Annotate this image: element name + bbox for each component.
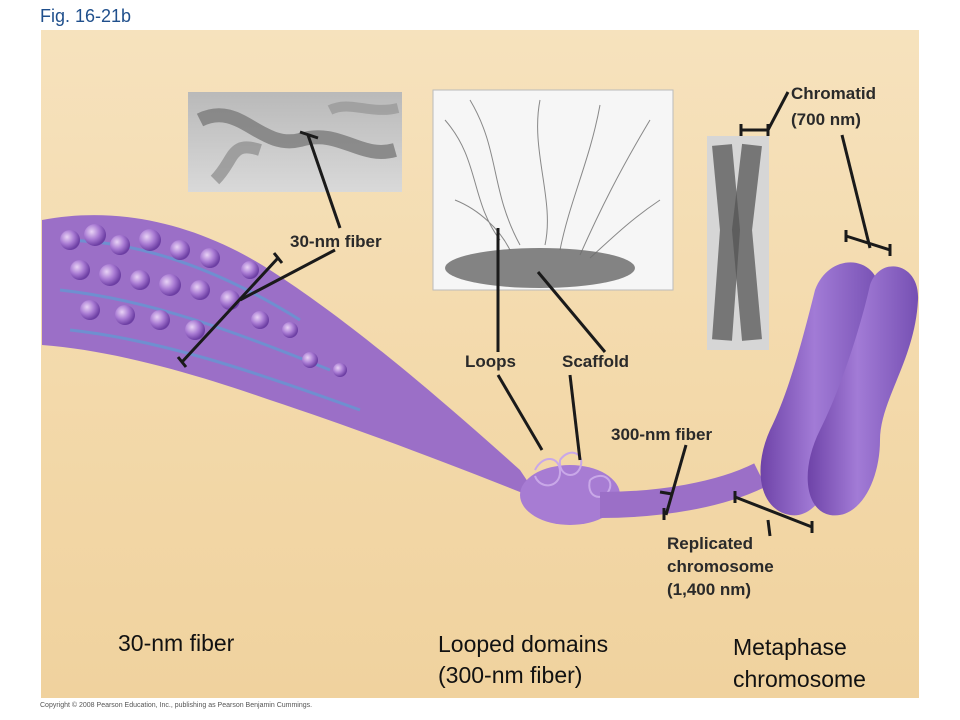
caption-looped-domains-size: (300-nm fiber) (438, 662, 583, 688)
looped-domains-illustration (520, 451, 620, 525)
caption-metaphase: Metaphase (733, 634, 847, 660)
label-300nm-fiber: 300-nm fiber (611, 425, 713, 444)
micrograph-30nm-fiber (188, 92, 402, 192)
micrograph-loops-scaffold (432, 89, 674, 291)
caption-30nm-fiber: 30-nm fiber (118, 630, 235, 656)
label-replicated-size: (1,400 nm) (667, 580, 752, 599)
label-chromatid: Chromatid (791, 84, 876, 103)
label-30nm-fiber-inset: 30-nm fiber (290, 232, 382, 251)
leader-lines (176, 91, 892, 537)
figure-label: Fig. 16-21b (40, 6, 132, 26)
label-chromatid-size: (700 nm) (791, 110, 861, 129)
label-replicated-chromosome: chromosome (667, 557, 774, 576)
metaphase-chromosome-illustration (760, 262, 919, 516)
micrograph-metaphase (707, 136, 769, 350)
fiber-30nm-illustration (42, 215, 540, 500)
caption-looped-domains: Looped domains (438, 631, 609, 657)
copyright-notice: Copyright © 2008 Pearson Education, Inc.… (40, 702, 313, 709)
label-replicated: Replicated (667, 534, 753, 553)
label-scaffold: Scaffold (562, 352, 630, 371)
label-loops: Loops (465, 352, 516, 371)
fiber-300nm-illustration (599, 463, 766, 518)
caption-metaphase-chromosome: chromosome (733, 666, 866, 692)
